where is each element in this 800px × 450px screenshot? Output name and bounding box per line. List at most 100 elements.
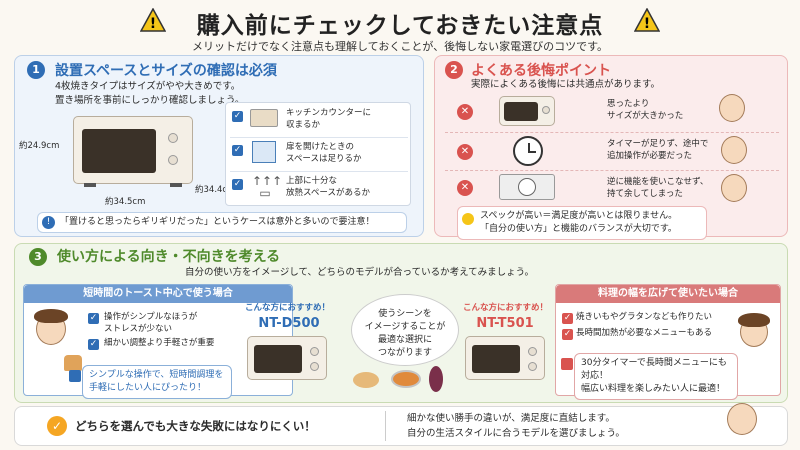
- summary-text: 手軽にしたい人にぴったり！: [89, 383, 207, 393]
- regret-text: 追加操作が必要だった: [607, 151, 693, 161]
- warning-icon: !: [140, 8, 166, 32]
- intro-line: 自分の使い方をイメージして、どちらのモデルが合っているか考えてみましょう。: [185, 267, 535, 278]
- toaster-oven-image: [499, 96, 555, 126]
- check-icon: ✓: [232, 111, 243, 122]
- bubble-text: イメージすることが: [364, 322, 446, 332]
- thumbs-up-icon: [561, 358, 573, 370]
- regret-text: 持て余してしまった: [607, 189, 683, 199]
- clock-icon: [513, 136, 543, 166]
- tip-text: スペックが高い＝満足度が高いとは限りません。: [480, 211, 678, 221]
- toaster-oven-image: [247, 336, 327, 380]
- toaster-oven-image: [465, 336, 545, 380]
- summary-text: 幅広い料理を楽しみたい人に最適！: [581, 384, 726, 394]
- checkmark-icon: ✓: [47, 416, 67, 436]
- summary-note: シンプルな操作で、短時間調理を 手軽にしたい人にぴったり！: [69, 365, 232, 399]
- footer-text: 自分の生活スタイルに合うモデルを選びましょう。: [407, 428, 625, 439]
- summary-text: シンプルな操作で、短時間調理を: [89, 370, 224, 380]
- section-number: 3: [29, 248, 47, 266]
- x-icon: ✕: [457, 144, 473, 160]
- counter-icon: [250, 109, 278, 127]
- person-icon: [727, 403, 757, 435]
- door-icon: [252, 141, 276, 163]
- tip-note: スペックが高い＝満足度が高いとは限りません。 「自分の使い方」と機能のバランスが…: [457, 206, 707, 240]
- bubble-text: 使うシーンを: [378, 309, 432, 319]
- sweet-potato-icon: [429, 366, 443, 392]
- depth-label: 約34.4cm: [195, 185, 236, 195]
- toaster-oven-image: [73, 116, 193, 187]
- section-usage-fit: 3 使い方による向き・不向きを考える 自分の使い方をイメージして、どちらのモデル…: [14, 243, 788, 403]
- warning-icon: !: [634, 8, 660, 32]
- person-icon: [719, 94, 745, 122]
- gratin-icon: [391, 370, 421, 388]
- divider: [385, 411, 386, 441]
- section-heading: 使い方による向き・不向きを考える: [57, 249, 281, 265]
- recommend-label: こんな方におすすめ！: [245, 303, 331, 313]
- bubble-text: つながります: [377, 348, 432, 358]
- tip-text: 「自分の使い方」と機能のバランスが大切です。: [480, 224, 677, 234]
- divider: [445, 132, 779, 133]
- section-space-check: 1 設置スペースとサイズの確認は必須 4枚焼きタイプはサイズがやや大きめです。 …: [14, 55, 424, 237]
- summary-note: 30分タイマーで長時間メニューにも対応！ 幅広い料理を楽しみたい人に最適！: [561, 353, 738, 400]
- x-icon: ✕: [457, 104, 473, 120]
- svg-text:!: !: [150, 16, 156, 32]
- intro-line: 4枚焼きタイプはサイズがやや大きめです。: [55, 81, 241, 92]
- person-icon: [721, 174, 747, 202]
- heat-arrows-icon: ↑↑↑▭: [252, 174, 283, 200]
- model-name: NT-D500: [258, 316, 320, 331]
- caution-note: ! 「置けると思ったらギリギリだった」というケースは意外と多いので要注意！: [37, 212, 407, 233]
- divider: [445, 170, 779, 171]
- page-subtitle: メリットだけでなく注意点も理解しておくことが、後悔しない家電選びのコツです。: [191, 40, 609, 53]
- check-text: 長時間加熱が必要なメニューもある: [576, 328, 713, 338]
- check-text: 扉を開けたときの: [286, 142, 355, 152]
- check-text: スペースは足りるか: [286, 154, 362, 164]
- check-icon: ✓: [88, 339, 99, 350]
- regret-text: タイマーが足りず、途中で: [607, 139, 709, 149]
- check-icon: ✓: [562, 313, 573, 324]
- check-icon: ✓: [232, 145, 243, 156]
- footer-banner: ✓ どちらを選んでも大きな失敗にはなりにくい！ 細かな使い勝手の違いが、満足度に…: [14, 403, 788, 446]
- recommend-label: こんな方におすすめ！: [463, 303, 549, 313]
- regret-text: 思ったより: [607, 99, 650, 109]
- toast-icon: [353, 372, 379, 388]
- note-text: 「置けると思ったらギリギリだった」というケースは意外と多いので要注意！: [60, 217, 375, 227]
- check-text: 放熱スペースがあるか: [286, 188, 370, 198]
- speech-bubble: 使うシーンを イメージすることが 最適な選択に つながります: [351, 294, 459, 366]
- bread-icon: [64, 355, 82, 371]
- check-text: 焼きいもやグラタンなども作りたい: [576, 312, 713, 322]
- hair-shape: [34, 309, 68, 323]
- model-name: NT-T501: [476, 316, 534, 331]
- hair-shape: [738, 313, 770, 327]
- regret-text: サイズが大きかった: [607, 111, 684, 121]
- check-text: 収まるか: [286, 120, 321, 130]
- intro-line: 置き場所を事前にしっかり確認しましょう。: [55, 95, 245, 106]
- check-text: 上部に十分な: [286, 176, 338, 186]
- lightbulb-icon: [462, 213, 474, 225]
- intro-line: 実際によくある後悔には共通点があります。: [471, 79, 661, 90]
- x-icon: ✕: [457, 180, 473, 196]
- section-number: 2: [445, 61, 463, 79]
- page-title: 購入前にチェックしておきたい注意点: [196, 13, 604, 39]
- svg-text:!: !: [644, 16, 650, 32]
- check-icon: ✓: [232, 179, 243, 190]
- section-regrets: 2 よくある後悔ポイント 実際によくある後悔には共通点があります。 ✕ 思ったよ…: [434, 55, 788, 240]
- bubble-text: 最適な選択に: [377, 335, 432, 345]
- check-text: ストレスが少ない: [104, 324, 173, 334]
- section-heading: よくある後悔ポイント: [471, 63, 611, 79]
- section-number: 1: [27, 61, 45, 79]
- check-icon: ✓: [562, 329, 573, 340]
- wide-cooking-card: 料理の幅を広げて使いたい場合 ✓ 焼きいもやグラタンなども作りたい ✓ 長時間加…: [555, 284, 781, 400]
- card-tab: 料理の幅を広げて使いたい場合: [556, 285, 780, 303]
- check-icon: ✓: [88, 313, 99, 324]
- check-text: キッチンカウンターに: [286, 108, 372, 118]
- divider: [230, 171, 408, 172]
- width-label: 約34.5cm: [105, 197, 146, 207]
- dial-icon: [499, 174, 555, 200]
- footer-message: どちらを選んでも大きな失敗にはなりにくい！: [75, 419, 316, 433]
- check-text: 操作がシンプルなほうが: [104, 312, 198, 322]
- section-heading: 設置スペースとサイズの確認は必須: [55, 63, 277, 79]
- checklist: ✓ キッチンカウンターに 収まるか ✓ 扉を開けたときの スペースは足りるか ✓…: [225, 102, 411, 206]
- info-icon: !: [42, 216, 55, 229]
- divider: [230, 137, 408, 138]
- person-icon: [721, 136, 747, 164]
- footer-text: 細かな使い勝手の違いが、満足度に直結します。: [407, 413, 615, 424]
